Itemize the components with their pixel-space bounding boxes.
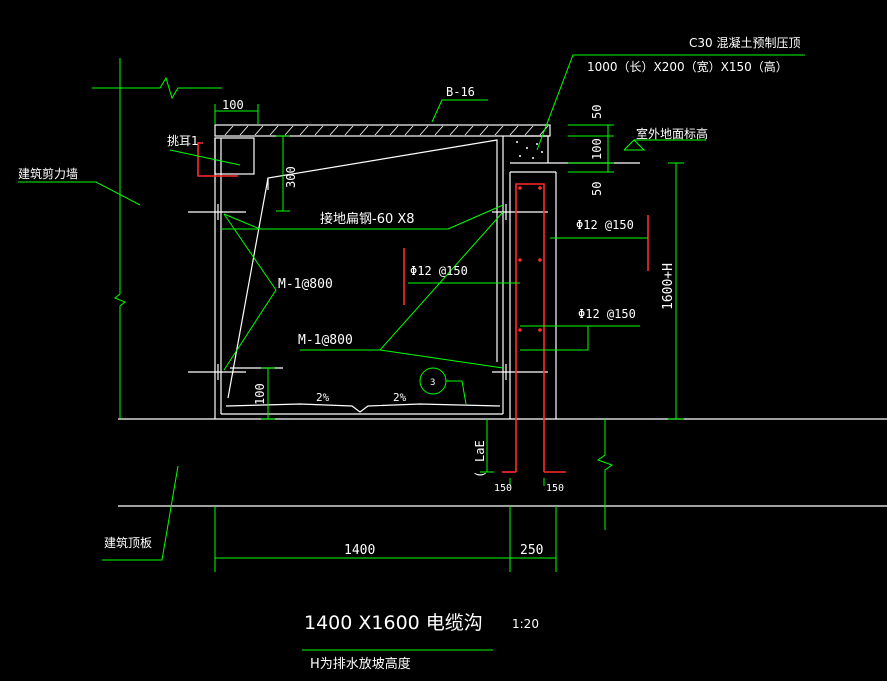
cover-slab [214, 124, 551, 137]
dim-1400: 1400 [344, 543, 375, 558]
cover-tag-label: B-16 [446, 85, 475, 99]
precast-cap-outline [510, 135, 549, 163]
wall-label: 建筑剪力墙 [18, 166, 78, 181]
anchor-prefix: ( [473, 471, 487, 478]
slab-break-line [596, 419, 614, 530]
ground-strip-label: 接地扁钢-60 X8 [320, 211, 415, 227]
wall-label-leader [18, 181, 141, 206]
ear-label: 挑耳1 [167, 134, 199, 148]
wall-rebar-cage [515, 183, 545, 472]
rebar-label-right-lower: Φ12 @150 [578, 307, 636, 321]
embed-label-lower: M-1@800 [298, 333, 353, 348]
dim-50-top: 50 [590, 105, 604, 119]
drawing-title: 1400 X1600 电缆沟 [304, 612, 483, 634]
anchor-length-label: LaE [473, 440, 487, 462]
ear-rebar [197, 142, 238, 177]
dim-150-b: 150 [546, 483, 564, 494]
floor-slope-line [225, 403, 501, 413]
dim-300: 300 [284, 166, 298, 188]
rebar-label-right-upper: Φ12 @150 [576, 218, 634, 232]
precast-cap-fill [516, 141, 543, 159]
detail-mark: 3 [430, 378, 435, 388]
dim-100-bottom: 100 [253, 383, 267, 405]
wall-break-line [114, 58, 126, 419]
slope-right: 2% [393, 391, 407, 404]
drawing-annotations: C30 混凝土预制压顶 1000（长）X200（宽）X150（高） B-16 1… [18, 35, 800, 672]
dimension-lines [18, 54, 805, 651]
dim-100-right: 100 [590, 138, 604, 160]
rebar-dots [518, 186, 542, 332]
dim-250: 250 [520, 543, 543, 558]
top-break-line [92, 76, 222, 100]
ear-leader [169, 149, 241, 166]
cover-material-label: C30 混凝土预制压顶 [689, 35, 800, 50]
slab-label: 建筑顶板 [104, 535, 152, 550]
slab-label-leader [102, 465, 179, 561]
ground-level-label: 室外地面标高 [636, 126, 708, 141]
rebar-label-center: Φ12 @150 [410, 264, 468, 278]
embed-plates [188, 204, 548, 380]
rebar-group [197, 142, 649, 473]
drawing-scale: 1:20 [512, 617, 539, 631]
dim-1600h: 1600+H [661, 263, 676, 310]
precast-leader [536, 54, 805, 151]
cable-bracket-outline [227, 139, 498, 399]
embed-label-upper: M-1@800 [278, 277, 333, 292]
dim-50-bottom: 50 [590, 182, 604, 196]
drawing-note: H为排水放坡高度 [310, 656, 411, 672]
ear-block [214, 137, 255, 175]
dim-150-a: 150 [494, 483, 512, 494]
cover-leader [431, 99, 488, 123]
cover-size-label: 1000（长）X200（宽）X150（高） [587, 59, 788, 74]
slope-left: 2% [316, 391, 330, 404]
cover-hatch [224, 125, 549, 136]
trench-structure [118, 124, 887, 507]
dim-100-top: 100 [222, 98, 244, 112]
ground-level-symbol [623, 139, 646, 151]
